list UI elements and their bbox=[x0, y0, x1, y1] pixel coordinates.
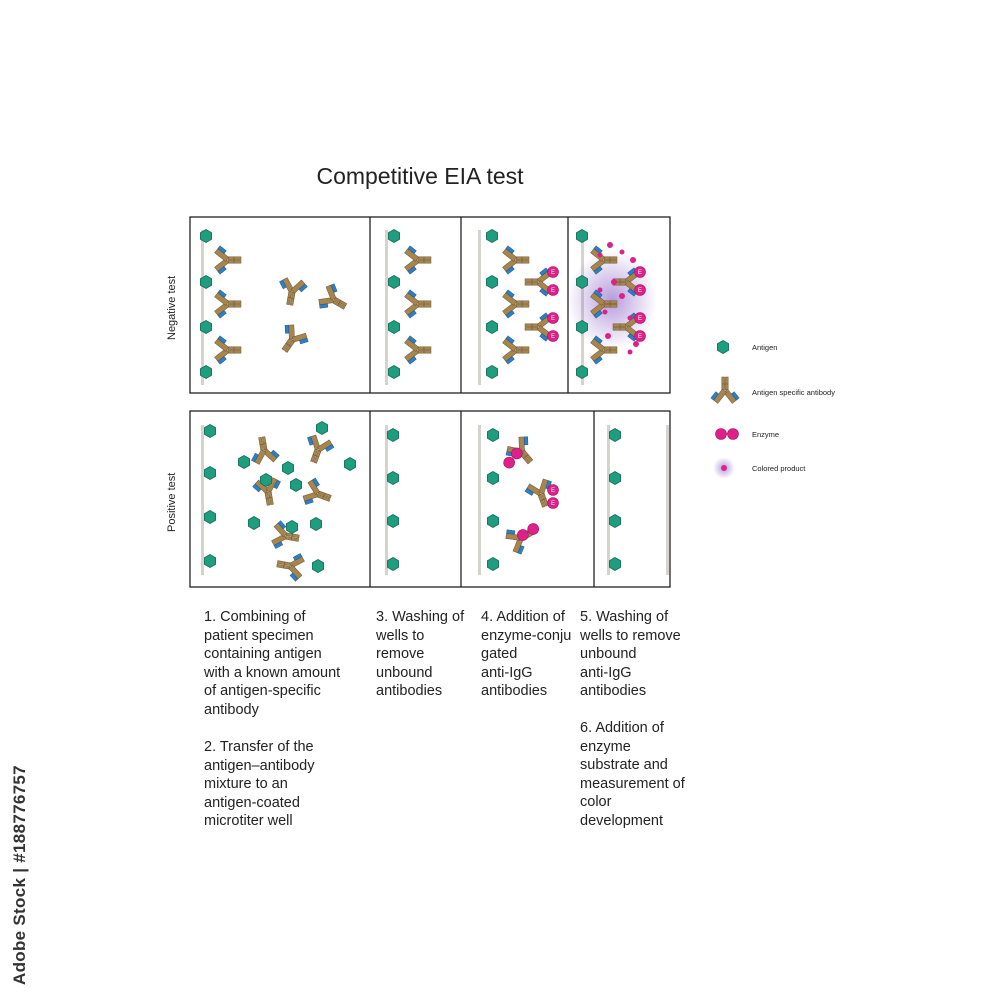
neg-panel-4 bbox=[567, 229, 657, 379]
negative-row-frame bbox=[189, 216, 671, 394]
legend-colored-product-icon bbox=[713, 457, 735, 479]
positive-test-label: Positive test bbox=[166, 472, 178, 532]
step-3-text: 3. Washing of wells to remove unbound an… bbox=[376, 609, 465, 700]
pos-panel-3 bbox=[486, 428, 560, 571]
legend-antigen-label: Antigen bbox=[752, 343, 778, 352]
step-2-text: 2. Transfer of the antigen–antibody mixt… bbox=[204, 739, 315, 830]
step-4-text: 4. Addition of enzyme-conju gated anti-I… bbox=[481, 609, 572, 700]
legend-enzyme-label: Enzyme bbox=[752, 430, 780, 439]
pos-panel-1 bbox=[203, 421, 357, 583]
neg-panel-1 bbox=[199, 229, 353, 379]
pos-panel-2 bbox=[386, 428, 400, 571]
legend-antigen-icon bbox=[717, 340, 729, 354]
legend-colored-product-label: Colored product bbox=[752, 464, 806, 473]
legend-antibody-label: Antigen specific antibody bbox=[752, 388, 835, 397]
step-6-text: 6. Addition of enzyme substrate and meas… bbox=[580, 720, 685, 829]
diagram-title: Competitive EIA test bbox=[316, 163, 524, 189]
legend-antibody-icon bbox=[710, 376, 740, 404]
legend-enzyme-icon bbox=[715, 428, 739, 440]
positive-row-frame bbox=[189, 410, 671, 588]
pos-panel-4 bbox=[609, 428, 621, 571]
step-1-text: 1. Combining of patient specimen contain… bbox=[204, 609, 341, 718]
neg-panel-3 bbox=[485, 229, 559, 379]
negative-test-label: Negative test bbox=[166, 275, 178, 340]
neg-panel-2 bbox=[387, 229, 432, 379]
step-5-text: 5. Washing of wells to remove unbound an… bbox=[580, 609, 681, 700]
stock-credit-watermark: Adobe Stock | #188776757 bbox=[10, 765, 29, 985]
